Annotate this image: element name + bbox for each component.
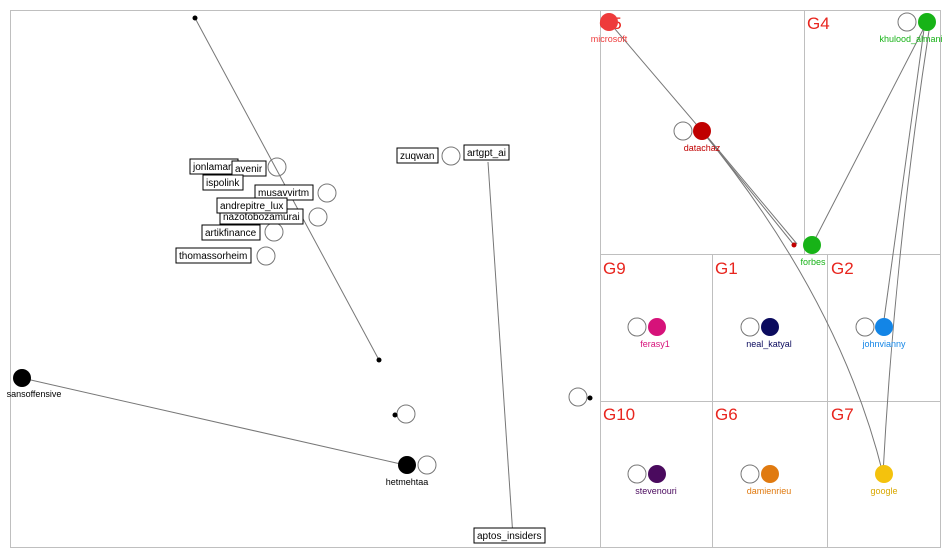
- edges: [21, 17, 931, 538]
- small-node: [392, 412, 398, 418]
- node-label: khulood_almani: [879, 34, 942, 44]
- small-nodes: [192, 15, 797, 418]
- self-loop: [568, 387, 588, 407]
- self-loop: [673, 121, 693, 141]
- outer-frame: [10, 10, 941, 548]
- boxed-labels: jonlamart avenir ispolink musavvirtm naz…: [175, 144, 546, 544]
- node-microsoft[interactable]: [600, 13, 618, 31]
- self-loop: [627, 317, 647, 337]
- boxed-node[interactable]: thomassorheim: [175, 247, 252, 264]
- group-label: G2: [831, 259, 854, 278]
- node-labels: microsoft khulood_almani datachaz forbes…: [7, 34, 943, 496]
- node-google[interactable]: [875, 465, 893, 483]
- boxed-node[interactable]: aptos_insiders: [473, 527, 546, 544]
- boxed-node[interactable]: zuqwan: [396, 147, 439, 164]
- self-loop: [855, 317, 875, 337]
- self-loop: [308, 207, 328, 227]
- node-label: google: [870, 486, 897, 496]
- group-labels: G5 G4 G9 G1 G2 G10 G6 G7: [599, 14, 854, 424]
- group-label: G6: [715, 405, 738, 424]
- node-stevenouri[interactable]: [648, 465, 666, 483]
- edge: [608, 21, 703, 132]
- label-box: [231, 160, 267, 177]
- boxed-node[interactable]: musavvirtm: [254, 184, 314, 201]
- label-box: [396, 147, 439, 164]
- edge: [882, 23, 931, 475]
- boxed-label: nazotobozamurai: [223, 212, 300, 223]
- self-loop: [740, 464, 760, 484]
- node-label: sansoffensive: [7, 389, 62, 399]
- edge: [811, 21, 928, 246]
- label-box: [175, 247, 252, 264]
- node-hetmehtaa[interactable]: [398, 456, 416, 474]
- boxed-label: musavvirtm: [258, 188, 309, 199]
- group-label: G10: [603, 405, 635, 424]
- boxed-label: avenir: [235, 164, 263, 175]
- node-label: hetmehtaa: [386, 477, 429, 487]
- colored-nodes: [13, 13, 936, 483]
- boxed-node[interactable]: andrepitre_lux: [216, 197, 288, 214]
- small-node: [587, 395, 593, 401]
- label-box: [463, 144, 510, 161]
- group-label: G7: [831, 405, 854, 424]
- label-box: [473, 527, 546, 544]
- self-loop: [441, 146, 461, 166]
- node-damienrieu[interactable]: [761, 465, 779, 483]
- node-label: microsoft: [591, 34, 628, 44]
- boxed-label: andrepitre_lux: [220, 201, 283, 212]
- edge: [882, 21, 926, 328]
- boxed-label: thomassorheim: [179, 251, 247, 262]
- node-khulood_almani[interactable]: [918, 13, 936, 31]
- self-loop: [256, 246, 276, 266]
- self-loops: [256, 12, 917, 484]
- edge: [487, 161, 514, 538]
- node-label: neal_katyal: [746, 339, 792, 349]
- boxed-node[interactable]: artikfinance: [201, 224, 261, 241]
- self-loop: [317, 183, 337, 203]
- node-label: ferasy1: [640, 339, 670, 349]
- group-label: G1: [715, 259, 738, 278]
- small-node: [192, 15, 198, 21]
- boxed-label: artikfinance: [205, 228, 257, 239]
- self-loop: [740, 317, 760, 337]
- self-loop: [267, 157, 287, 177]
- node-johnvianny[interactable]: [875, 318, 893, 336]
- boxed-node[interactable]: ispolink: [202, 174, 244, 191]
- boxed-label: jonlamart: [192, 162, 234, 173]
- self-loop: [264, 222, 284, 242]
- grid: [10, 10, 941, 548]
- node-neal_katyal[interactable]: [761, 318, 779, 336]
- boxed-label: artgpt_ai: [467, 148, 506, 159]
- label-box: [201, 224, 261, 241]
- boxed-label: aptos_insiders: [477, 531, 541, 542]
- boxed-node[interactable]: artgpt_ai: [463, 144, 510, 161]
- node-label: johnvianny: [861, 339, 906, 349]
- node-datachaz[interactable]: [693, 122, 711, 140]
- node-ferasy1[interactable]: [648, 318, 666, 336]
- node-label: forbes: [800, 257, 826, 267]
- boxed-label: zuqwan: [400, 151, 434, 162]
- node-sansoffensive[interactable]: [13, 369, 31, 387]
- node-label: stevenouri: [635, 486, 677, 496]
- edge: [701, 130, 884, 475]
- boxed-node[interactable]: jonlamart: [189, 158, 239, 175]
- edge: [21, 377, 406, 466]
- node-label: datachaz: [684, 143, 721, 153]
- small-node: [791, 242, 797, 248]
- edge: [704, 133, 798, 245]
- boxed-label: ispolink: [206, 178, 240, 189]
- boxed-node[interactable]: avenir: [231, 160, 267, 177]
- small-node: [376, 357, 382, 363]
- group-label: G9: [603, 259, 626, 278]
- self-loop: [417, 455, 437, 475]
- self-loop: [627, 464, 647, 484]
- node-label: damienrieu: [747, 486, 792, 496]
- self-loop: [396, 404, 416, 424]
- label-box: [202, 174, 244, 191]
- self-loop: [897, 12, 917, 32]
- group-label: G4: [807, 14, 830, 33]
- label-box: [216, 197, 288, 214]
- node-forbes[interactable]: [803, 236, 821, 254]
